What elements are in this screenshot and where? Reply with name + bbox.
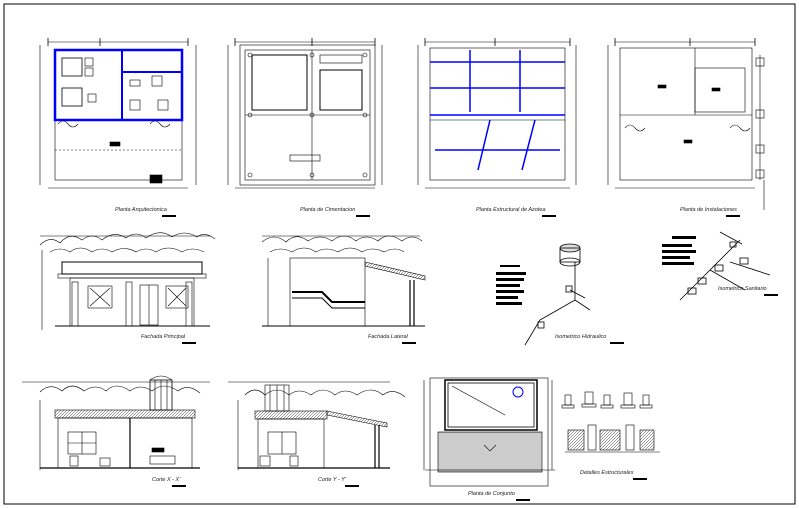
- fachada-lateral-drawing: [261, 235, 426, 327]
- label-planta-cimentacion: Planta de Cimentacion: [300, 207, 356, 213]
- label-isometrico-hidraulico: Isometrico Hidraulico: [555, 334, 607, 340]
- label-planta-arquitectonica: Planta Arquitectonica: [115, 207, 167, 213]
- label-detalles-estructurales: Detalles Estructurales: [580, 470, 634, 476]
- dimension-ticks: [47, 38, 756, 46]
- sanitario-notes: [662, 236, 696, 265]
- label-isometrico-sanitario: Isometrico Sanitario: [718, 286, 767, 292]
- planta-azotea-drawing: [417, 41, 577, 189]
- label-planta-azotea: Planta Estructural de Azotea: [476, 207, 546, 213]
- label-planta-instalaciones: Planta de Instalaciones: [680, 207, 737, 213]
- isometrico-sanitario-drawing: [662, 231, 771, 301]
- label-corte-y: Corte Y - Y': [318, 477, 346, 483]
- label-fachada-principal: Fachada Principal: [141, 334, 186, 340]
- title-underlines: [162, 215, 778, 501]
- planta-conjunto-drawing: [423, 377, 555, 487]
- hidraulico-notes: [496, 265, 526, 305]
- label-fachada-lateral: Fachada Lateral: [368, 334, 408, 340]
- planta-cimentacion-drawing: [227, 41, 383, 189]
- corte-x-drawing: [22, 375, 210, 470]
- label-planta-conjunto: Planta de Conjunto: [468, 491, 515, 497]
- label-corte-x: Corte X - X': [152, 477, 181, 483]
- isometrico-hidraulico-drawing: [496, 243, 591, 346]
- detalles-estructurales-drawing: [561, 391, 660, 453]
- planta-instalaciones-drawing: [607, 41, 765, 210]
- sheet-border: [3, 3, 796, 505]
- fachada-principal-drawing: [39, 232, 216, 330]
- corte-y-drawing: [228, 381, 406, 470]
- planta-arquitectonica-drawing: [39, 41, 197, 189]
